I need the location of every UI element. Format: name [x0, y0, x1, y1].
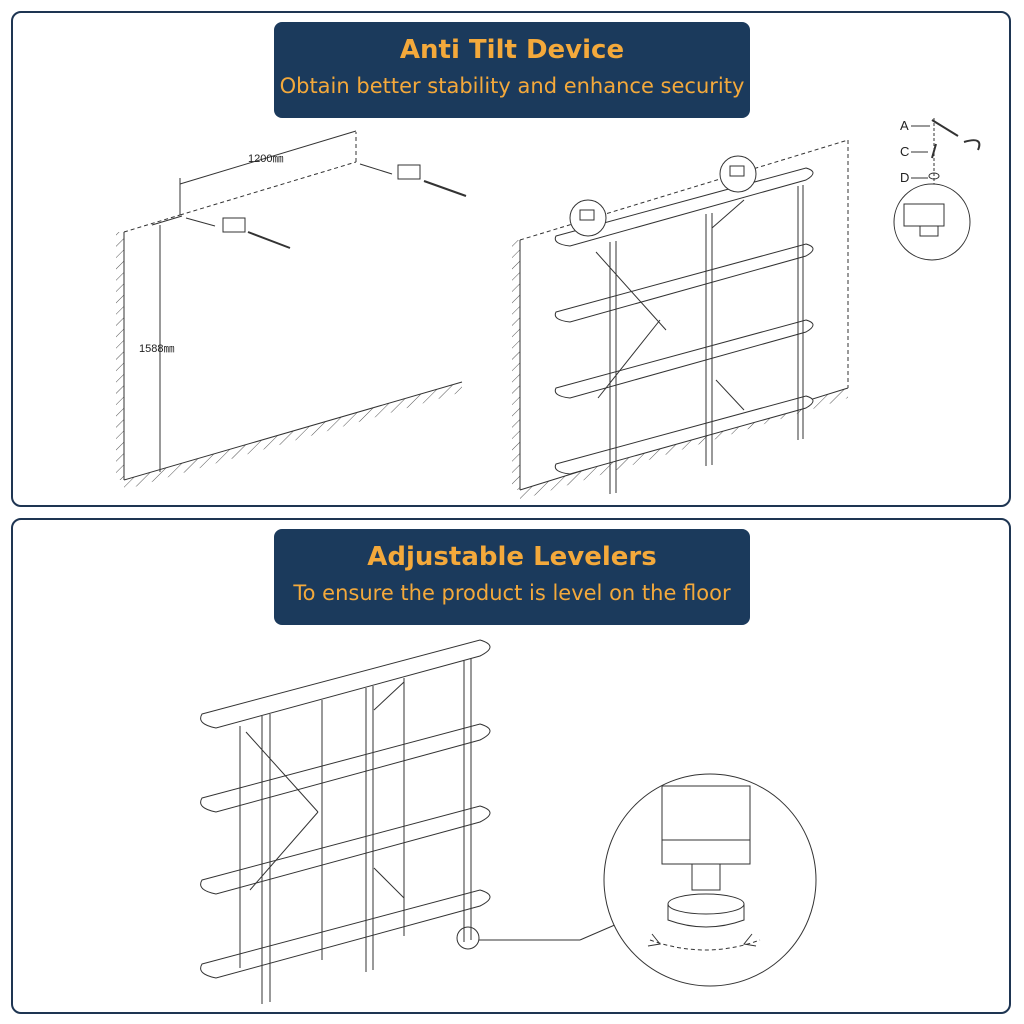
- part-label-d: D: [900, 170, 909, 185]
- part-label-c: C: [900, 144, 909, 159]
- part-label-a: A: [900, 118, 909, 133]
- shelf-wall-diagram: [512, 139, 849, 500]
- anti-tilt-title: Anti Tilt Device: [399, 35, 625, 65]
- shelf-leveler-diagram: [200, 639, 817, 1004]
- levelers-title: Adjustable Levelers: [367, 542, 657, 572]
- levelers-subtitle: To ensure the product is level on the fl…: [293, 581, 731, 605]
- levelers-banner: Adjustable Levelers To ensure the produc…: [274, 529, 750, 625]
- wall-dimension-diagram: [116, 130, 467, 490]
- height-dimension-label: 1588㎜: [139, 343, 174, 355]
- hardware-parts: [893, 118, 981, 261]
- width-dimension-label: 1200㎜: [248, 153, 283, 165]
- anti-tilt-banner: Anti Tilt Device Obtain better stability…: [274, 22, 750, 118]
- anti-tilt-subtitle: Obtain better stability and enhance secu…: [279, 74, 745, 98]
